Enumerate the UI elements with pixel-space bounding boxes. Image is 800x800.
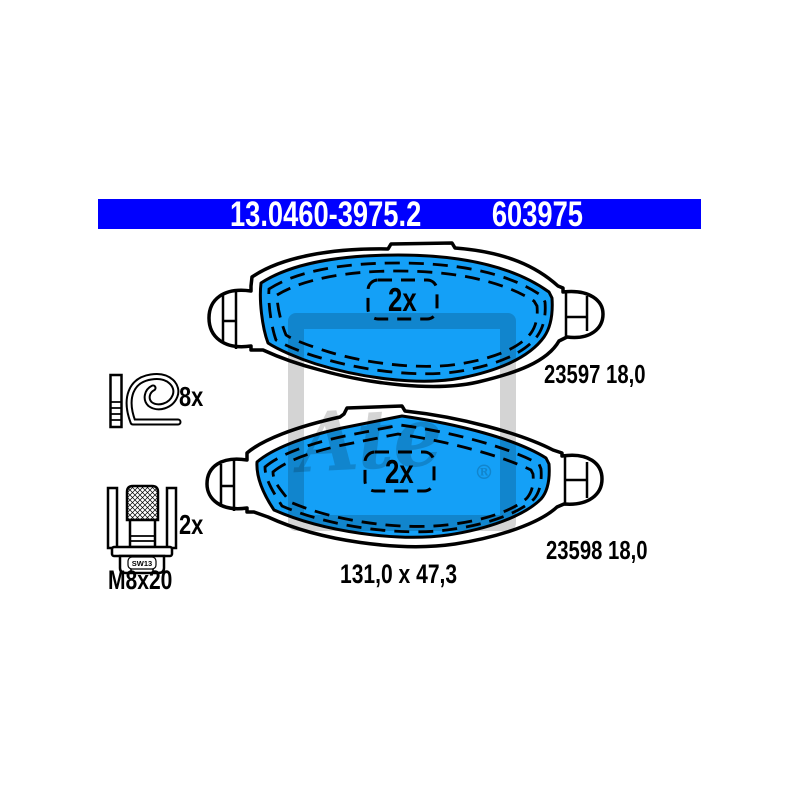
pad2-thickness: 18,0 [608,535,648,565]
pad1-ear-lines [221,289,589,349]
dimensions-label: 131,0 x 47,3 [340,559,458,589]
pad2-number: 23598 [546,535,603,565]
spring-clip-qty-label: 8x [179,381,204,412]
reference-number: 603975 [491,194,583,234]
bolt-threads [125,484,160,522]
pad2-ear-lines [219,456,589,511]
bolt-size-label: M8x20 [108,565,173,595]
pad2-number-label: 23598 18,0 [546,537,676,563]
pad2-qty-label: 2x [385,452,414,490]
pad1-qty-label: 2x [388,280,417,318]
title-bar: 13.0460-3975.2 603975 [98,194,701,234]
wrench-size-label: SW13 [131,558,153,568]
ate-part-number: 13.0460-3975.2 [230,194,422,234]
wrench-size-box [127,556,157,570]
pad1-thickness: 18,0 [606,359,646,389]
bolt-qty-label: 2x [179,509,204,540]
pad1-number: 23597 [544,359,601,389]
pad2-dashed-contour-inner [271,432,535,528]
bolt-icon [106,484,178,575]
pad1-number-label: 23597 18,0 [544,361,674,387]
bolt-flange [110,545,174,558]
pad2-qty-callout-box [363,450,436,493]
spring-clip-icon [109,373,182,429]
